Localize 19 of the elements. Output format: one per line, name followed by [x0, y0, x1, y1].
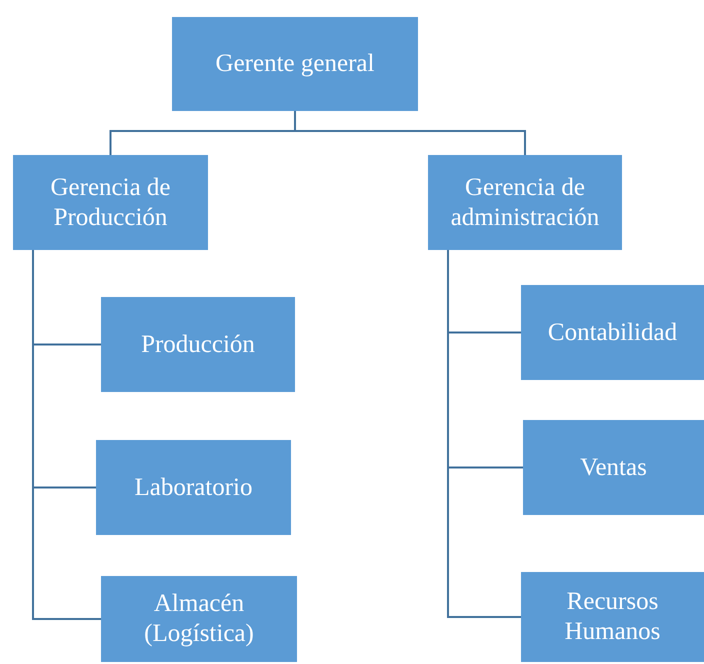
box-label: Almacén (Logística) [143, 589, 255, 649]
org-box [521, 285, 704, 380]
box-label: Gerente general [216, 49, 374, 79]
org-box [13, 155, 208, 250]
box-label: Ventas [580, 452, 647, 482]
org-box [523, 420, 704, 515]
box-label: Gerencia de Producción [49, 172, 172, 232]
org-box [521, 572, 704, 662]
box-label: Recursos Humanos [564, 587, 662, 647]
org-box [428, 155, 622, 250]
org-box [172, 17, 418, 111]
connector-line [294, 111, 526, 155]
org-box [96, 440, 291, 535]
org-box [101, 576, 297, 662]
box-label: Contabilidad [548, 318, 678, 348]
box-label: Producción [141, 330, 255, 360]
box-label: Laboratorio [134, 472, 252, 502]
org-box [101, 297, 295, 392]
box-label: Gerencia de administración [450, 172, 600, 232]
